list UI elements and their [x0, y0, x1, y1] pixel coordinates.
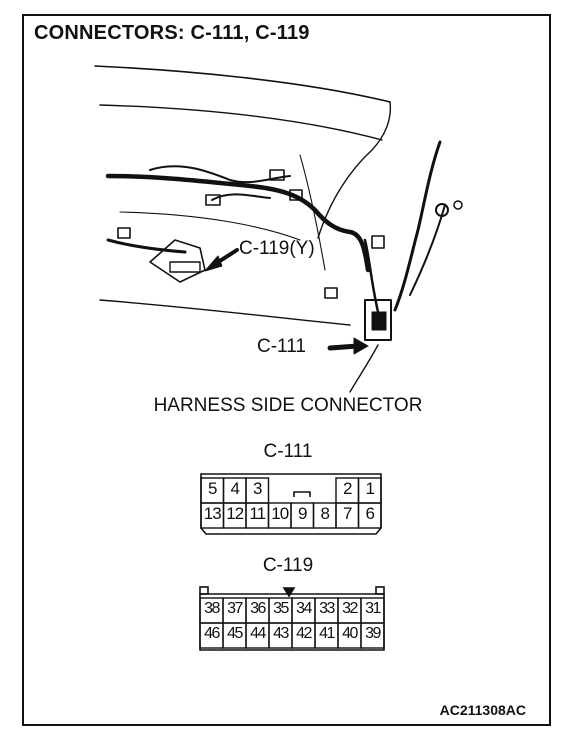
c111-arrow-head [353, 337, 369, 355]
wire-harness-main [105, 173, 371, 273]
c119-pin-31: 31 [365, 600, 381, 617]
wire-harness-left [106, 238, 187, 254]
c111-pin-1: 1 [365, 479, 375, 498]
c119-arrow-head [204, 255, 223, 272]
c111-cluster-inner [371, 311, 387, 331]
c111-pin-2: 2 [343, 479, 352, 498]
c111-pin-13: 13 [203, 504, 222, 523]
c119-pin-42: 42 [296, 625, 312, 642]
grommet [453, 200, 463, 210]
c119-pin-33: 33 [319, 600, 335, 617]
c119-pin-45: 45 [227, 625, 243, 642]
c111-lock-tab [293, 491, 311, 497]
connector-blob [117, 227, 131, 239]
c119-left-tab [199, 586, 209, 595]
c111-pin-11: 11 [249, 504, 266, 523]
grommet [435, 203, 449, 217]
wire-harness-drop [363, 238, 382, 322]
c119-pin-39: 39 [365, 625, 381, 642]
c119-pin-cell [360, 622, 385, 649]
c111-connector-name: C-111 [263, 441, 313, 462]
c119-connector-name: C-119 [262, 555, 314, 576]
wire-harness-right [393, 140, 442, 312]
c111-pin-4: 4 [230, 479, 240, 498]
c111-pin-9: 9 [298, 504, 307, 523]
harness-side-title: HARNESS SIDE CONNECTOR [153, 395, 423, 416]
c119-pin-34: 34 [296, 600, 312, 617]
c119-pin-32: 32 [342, 600, 358, 617]
connector-blob [269, 169, 285, 181]
c119-pin-43: 43 [273, 625, 289, 642]
wire-leader [349, 344, 379, 393]
diagram-frame [22, 14, 551, 726]
c111-pin-cell [357, 502, 382, 529]
c111-pin-7: 7 [343, 504, 352, 523]
c111-pin-12: 12 [226, 504, 244, 523]
c119-callout: C-119(Y) [239, 238, 315, 259]
c111-pin-3: 3 [253, 479, 262, 498]
c119-pin-36: 36 [250, 600, 266, 617]
dashboard-outline [94, 65, 391, 103]
dashboard-outline-2 [99, 104, 383, 141]
c111-arrow [327, 343, 361, 351]
c111-pin-5: 5 [208, 479, 217, 498]
connector-blob [324, 287, 338, 299]
connector-blob [371, 235, 385, 249]
c119-pin-35: 35 [273, 600, 289, 617]
c119-pins [169, 261, 201, 273]
connector-blob [205, 194, 221, 206]
c119-pin-38: 38 [204, 600, 220, 617]
page-title: CONNECTORS: C-111, C-119 [34, 22, 310, 44]
dashboard-lower [99, 299, 351, 326]
c111-pin-6: 6 [365, 504, 375, 523]
c111-callout: C-111 [257, 336, 306, 357]
wire-harness-branch-2 [211, 193, 271, 201]
dashboard-curve [317, 101, 392, 239]
c111-pin-8: 8 [320, 504, 330, 523]
c119-pin-46: 46 [204, 625, 220, 642]
c119-pin-44: 44 [250, 625, 266, 642]
c111-pin-10: 10 [271, 504, 289, 523]
c119-cluster [149, 239, 206, 283]
connector-blob [289, 189, 303, 201]
c119-index-mark [282, 587, 296, 598]
c119-pin-40: 40 [342, 625, 358, 642]
c119-pin-41: 41 [319, 625, 335, 642]
reference-code: AC211308AC [439, 702, 526, 718]
dashboard-inner [119, 211, 301, 241]
c119-right-tab [375, 586, 385, 595]
c111-cluster [364, 299, 392, 341]
c119-pin-37: 37 [227, 600, 243, 617]
wire-harness-right-2 [409, 204, 446, 296]
